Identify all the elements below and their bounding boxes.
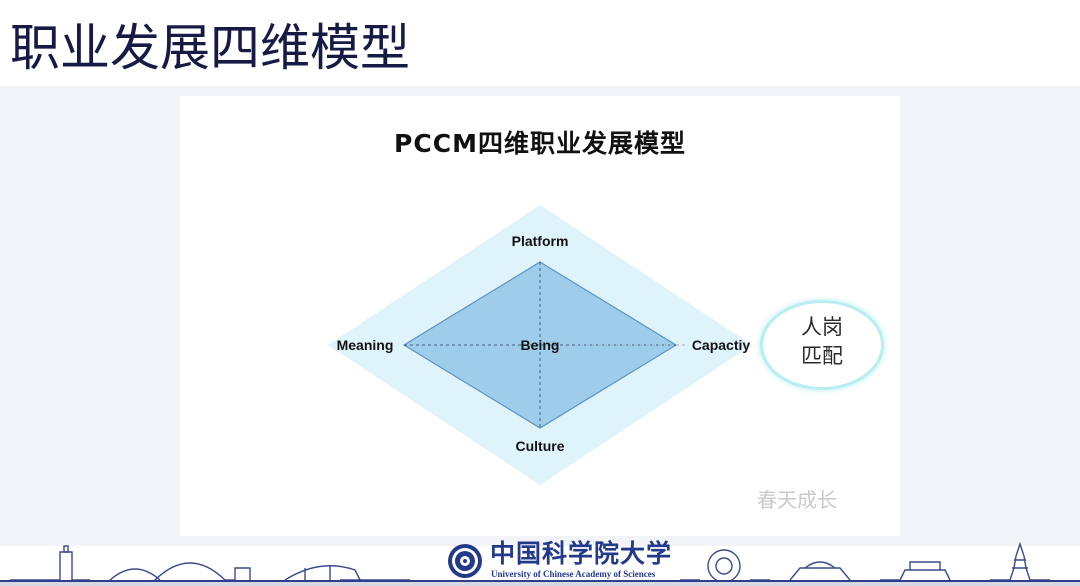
node-meaning: Meaning [336,337,394,353]
slide-title: 职业发展四维模型 [10,19,410,77]
logo-english-name: University of Chinese Academy of Science… [491,569,656,579]
footer-line [0,580,1080,582]
logo-chinese-name: 中国科学院大学 [490,539,673,568]
person-job-match-label: 人岗 匹配 [760,313,884,371]
ucas-seal-icon [448,544,482,578]
inner-diamond [402,261,678,429]
node-being: Being [520,337,560,353]
match-label-line1: 人岗 [801,315,843,339]
node-platform: Platform [511,233,569,249]
match-label-line2: 匹配 [801,344,843,368]
person-job-match-ellipse [760,300,884,390]
node-culture: Culture [515,438,565,454]
node-capacity: Capactiy [691,337,751,353]
footer-strip [0,582,1080,586]
diagram-title: PCCM四维职业发展模型 [394,129,686,158]
watermark: 春天成长 [757,488,837,512]
